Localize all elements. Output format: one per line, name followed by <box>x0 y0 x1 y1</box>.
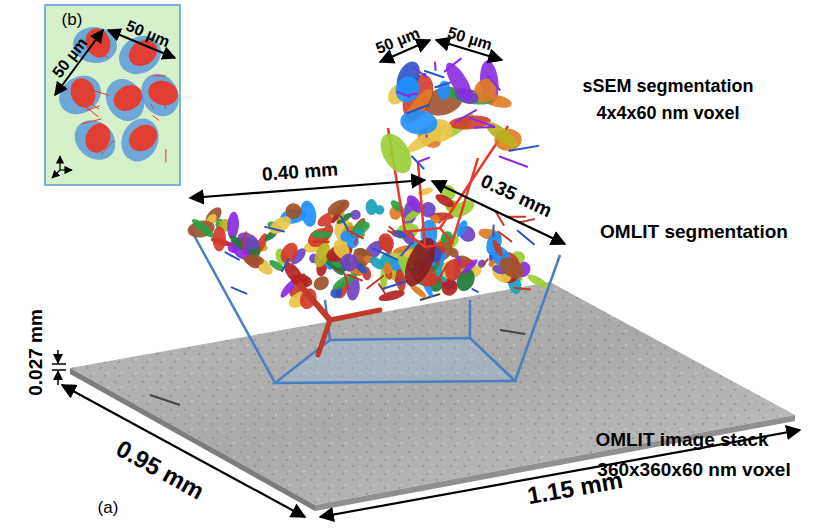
title-label: OMLIT segmentation <box>600 222 788 243</box>
dimension-label: 0.40 mm <box>261 159 338 185</box>
dimension-label: 0.027 mm <box>26 309 47 396</box>
segmentation-cloud <box>186 182 549 355</box>
title-label: OMLIT image stack <box>595 430 768 451</box>
voxel-label: 360x360x60 nm voxel <box>597 460 790 481</box>
panel-letter: (a) <box>98 499 119 518</box>
panel-letter: (b) <box>62 11 83 30</box>
projection-frustum <box>190 228 560 383</box>
image-stack-slab <box>70 282 795 511</box>
scale-label: 50 µm <box>374 24 423 57</box>
inset-panel <box>45 5 186 185</box>
ssem-cluster <box>374 58 538 178</box>
dimension-label: 0.95 mm <box>112 435 209 505</box>
voxel-label: 4x4x60 nm voxel <box>596 104 739 124</box>
dimension-arrows <box>52 40 800 517</box>
title-label: sSEM segmentation <box>582 77 753 97</box>
dimension-label: 0.35 mm <box>477 170 555 221</box>
